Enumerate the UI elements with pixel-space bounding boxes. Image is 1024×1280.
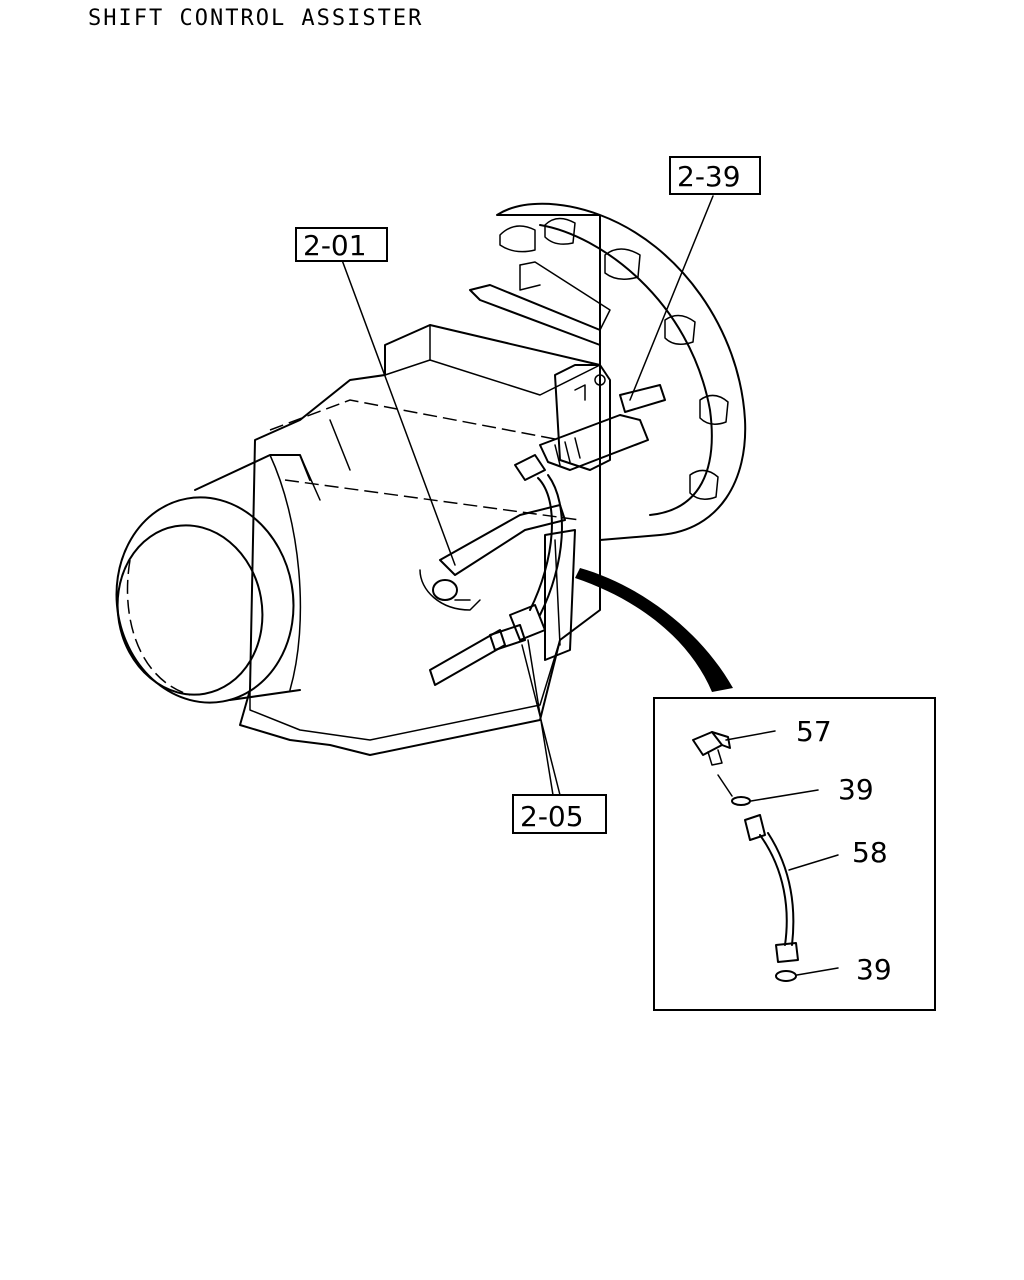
ref-box-2-05: 2-05: [512, 794, 607, 834]
ref-label-2-39: 2-39: [677, 160, 741, 193]
fitting-57: [692, 730, 776, 766]
part-label-58: 58: [852, 836, 888, 869]
ref-box-2-39: 2-39: [669, 156, 761, 195]
detail-box: 57 39 58 39: [653, 697, 936, 1011]
assembly-hose: [489, 454, 563, 651]
pipe-58: [744, 814, 839, 963]
washer-39-top: [717, 774, 819, 806]
part-label-39-top: 39: [838, 773, 874, 806]
part-label-57: 57: [796, 715, 832, 748]
washer-39-bottom: [775, 967, 839, 982]
leader-lines: [341, 195, 714, 796]
part-label-39-bottom: 39: [856, 953, 892, 986]
transmission-assembly: [115, 202, 747, 756]
ref-box-2-01: 2-01: [295, 227, 388, 262]
detail-arrow: [575, 568, 733, 692]
ref-label-2-01: 2-01: [303, 229, 367, 262]
ref-label-2-05: 2-05: [520, 800, 584, 833]
assister-cylinder: [539, 364, 666, 661]
page-title: SHIFT CONTROL ASSISTER: [88, 6, 424, 31]
